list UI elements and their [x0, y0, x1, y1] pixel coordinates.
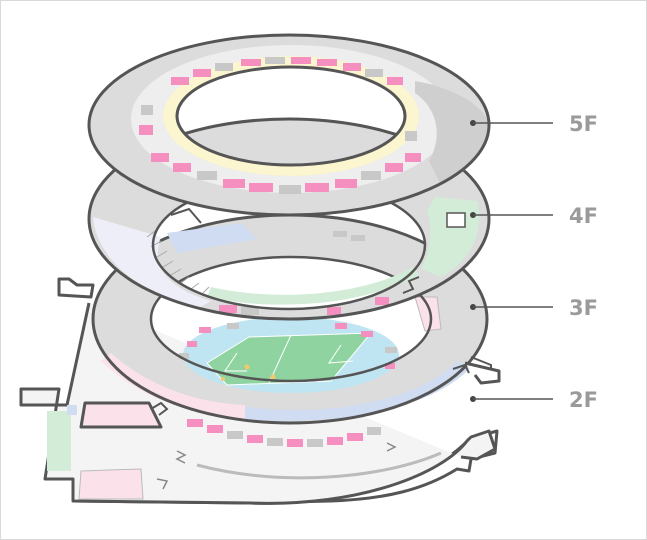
- floor-5f-callout: 5F: [470, 112, 598, 136]
- floor-5f-inner-edge: [175, 65, 407, 167]
- floor-2f-zone-green: [47, 411, 71, 471]
- floor-2f-stairs: [156, 442, 397, 490]
- floor-4f-callout: 4F: [470, 204, 598, 228]
- floor-4f-zone-blue: [167, 223, 257, 253]
- floor-4f-stairs: [170, 207, 466, 294]
- floor-4f-seats: [219, 231, 389, 315]
- floor-2f-seat-row: [187, 419, 381, 447]
- floor-3f-inner-edge: [149, 255, 433, 383]
- floor-5f-seats-top: [171, 57, 403, 85]
- label-2f: 2F: [569, 388, 598, 412]
- label-3f: 3F: [569, 296, 598, 320]
- floor-2f-zone-blue: [67, 405, 77, 415]
- floor-3f-callout: 3F: [470, 296, 598, 320]
- floor-3f-zone-pink: [101, 353, 245, 419]
- floor-5f[interactable]: [87, 33, 491, 217]
- floor-3f-zone-pink-right: [414, 296, 442, 332]
- floor-4f-zone-lavender: [93, 217, 211, 309]
- pitch: [206, 332, 373, 386]
- floor-3f-outer-edge: [91, 213, 489, 425]
- floor-5f-side-seats: [139, 105, 417, 141]
- floor-4f-zone-green-inner: [207, 267, 419, 305]
- floor-2f-entrance-wing: [79, 401, 163, 429]
- floor-2f-zone-pink: [78, 468, 144, 500]
- floor-4f-stands: [146, 230, 210, 294]
- floor-3f-seats: [179, 323, 397, 369]
- label-5f: 5F: [569, 112, 598, 136]
- floor-5f-seats-bottom: [151, 153, 421, 194]
- floor-5f-outer-edge: [87, 33, 491, 217]
- pitch-field-marks: [221, 364, 276, 381]
- floor-2f-inner-wall: [196, 451, 442, 480]
- floor-3f-zone-blue: [241, 361, 471, 421]
- floor-2f-callout: 2F: [470, 388, 598, 412]
- floor-3f[interactable]: [91, 213, 501, 425]
- floor-5f-gray-block: [415, 81, 489, 185]
- label-4f: 4F: [569, 204, 598, 228]
- floor-2f-entrance-tab: [57, 277, 95, 299]
- floor-3f-side-tab: [464, 361, 501, 385]
